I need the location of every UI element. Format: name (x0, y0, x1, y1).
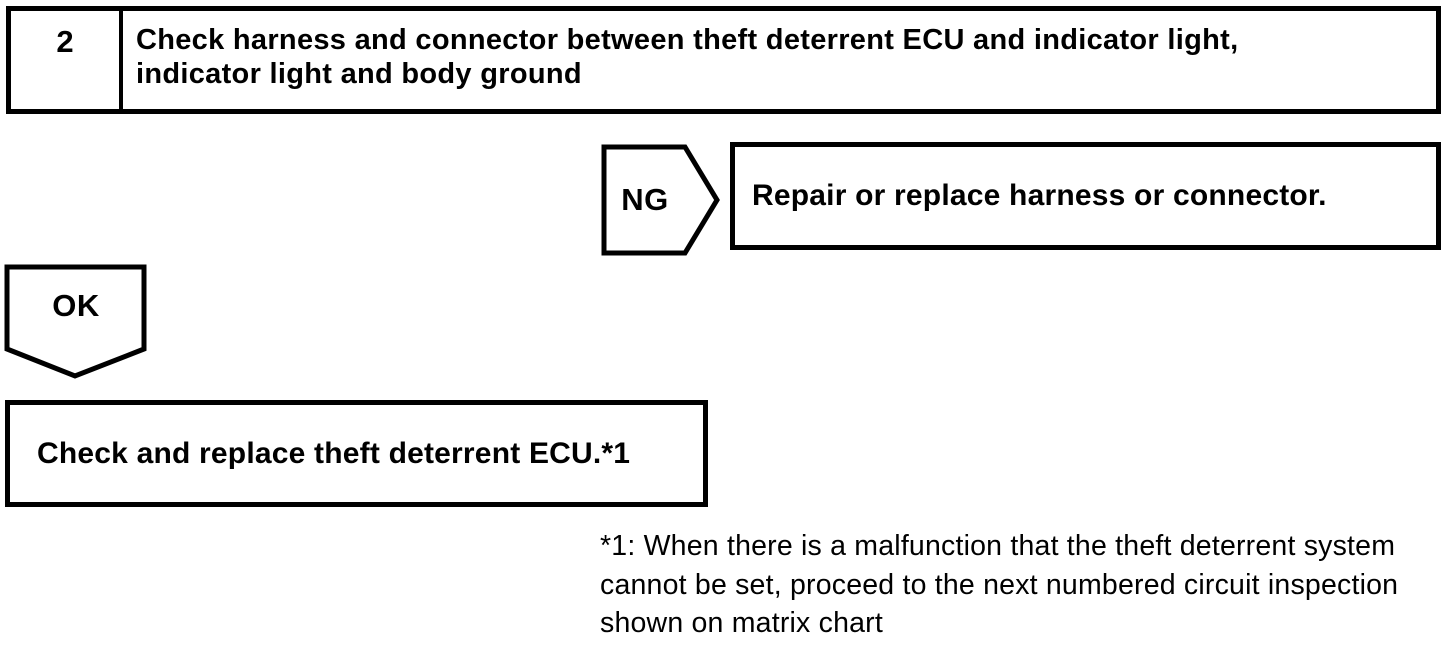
step-title: Check harness and connector between thef… (123, 11, 1246, 109)
step-number: 2 (11, 11, 123, 109)
footnote-line-1: *1: When there is a malfunction that the… (600, 530, 1396, 562)
ng-action-box: Repair or replace harness or connector. (730, 142, 1441, 250)
step-header-box: 2 Check harness and connector between th… (6, 6, 1441, 114)
ok-pentagon-icon (4, 264, 147, 379)
ng-pentagon-icon (601, 144, 720, 256)
ok-connector-label: OK (52, 288, 100, 323)
ng-connector-shape (601, 144, 720, 256)
footnote: *1: When there is a malfunction that the… (600, 527, 1398, 643)
footnote-line-3: shown on matrix chart (600, 607, 883, 639)
ok-action-box: Check and replace theft deterrent ECU.*1 (5, 400, 708, 507)
ok-connector-shape (4, 264, 147, 379)
footnote-line-2: cannot be set, proceed to the next numbe… (600, 568, 1399, 601)
step-title-line-1: Check harness and connector between thef… (136, 24, 1239, 56)
ng-connector-label: NG (621, 182, 669, 217)
step-title-line-2: indicator light and body ground (136, 58, 582, 90)
